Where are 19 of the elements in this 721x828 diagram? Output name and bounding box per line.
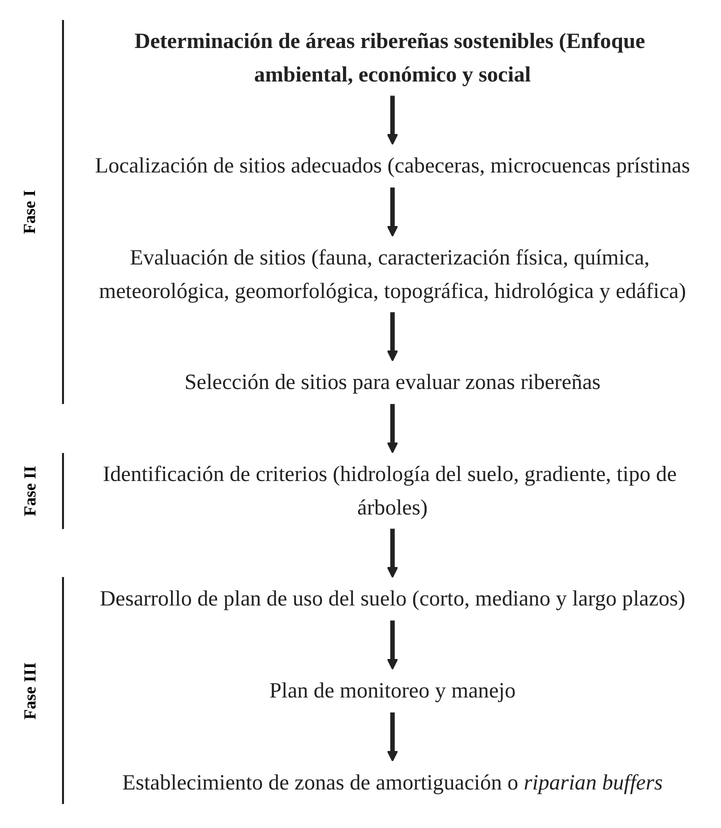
arrow [386, 96, 398, 145]
arrow [386, 620, 398, 670]
node-text: Evaluación de sitios (fauna, caracterización física, química, meteorológica, geomorfológica, topográfica, hidrológica y edáfica) [98, 245, 686, 302]
arrow [386, 312, 398, 362]
node-text: Plan de monitoreo y manejo [269, 678, 516, 703]
arrow [386, 404, 398, 454]
node-text: Determinación de áreas ribereñas sostenibles (Enfoque ambiental, económico y social [134, 28, 646, 86]
flowchart: Determinación de áreas ribereñas sostenibles (Enfoque ambiental, económico y social Localización de sitios adecuados (cabeceras, microcuencas prístinas Evaluación de sitios (fauna, caracterización física, química, meteorológica, geomorfológica, topográfica, hidrológica y edáfica) Selección de sitios para evaluar zonas ribereñas Identificación de criterios (hidrología del suelo, gradiente, tipo de árboles) Desarrollo de plan de uso del suelo (corto, mediano y largo plazos) Plan de monitoreo y manejo Establecimiento de zonas de amortiguación o riparian buffers [70, 0, 715, 824]
node-text: Desarrollo de plan de uso del suelo (corto, mediano y largo plazos) [100, 586, 686, 611]
arrow [386, 528, 398, 578]
arrow [386, 712, 398, 762]
phase-label: Fase III [20, 662, 40, 720]
phase-label: Fase I [20, 190, 40, 234]
node-text: Localización de sitios adecuados (cabeceras, microcuencas prístinas [95, 153, 690, 178]
node-text: Establecimiento de zonas de amortiguación o riparian buffers [122, 770, 663, 795]
arrow [386, 187, 398, 237]
node-text: Identificación de criterios (hidrología del suelo, gradiente, tipo de árboles) [102, 462, 677, 519]
node-text: Selección de sitios para evaluar zonas ribereñas [184, 370, 601, 394]
phase-label: Fase II [20, 465, 40, 516]
